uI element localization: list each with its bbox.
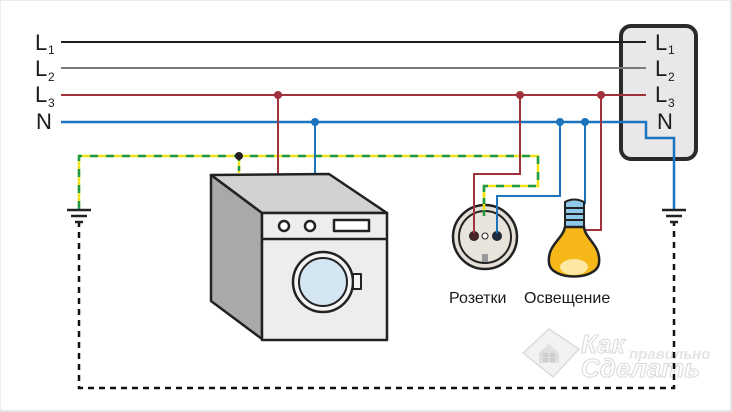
panel-label-l1-main: L: [655, 30, 667, 55]
junction-dot: [597, 91, 605, 99]
junction-dot: [311, 118, 319, 126]
label-n-main: N: [36, 109, 52, 134]
watermark-line1: Как: [581, 329, 626, 359]
junction-dot: [516, 91, 524, 99]
panel-label-l2-sub: 2: [668, 70, 675, 84]
light-bulb-icon: [547, 198, 601, 278]
ground-return-line: [77, 221, 676, 390]
socket-caption: Розетки: [449, 290, 506, 307]
panel-label-l1-sub: 1: [668, 43, 675, 57]
label-l1-sub: 1: [48, 43, 55, 57]
bus-n: [61, 120, 676, 209]
house-logo-icon: [521, 328, 581, 379]
lighting-caption: Освещение: [524, 290, 610, 307]
label-l2-sub: 2: [48, 70, 55, 84]
junction-dot: [274, 91, 282, 99]
label-l1-main: L: [35, 30, 47, 55]
ground-symbol-right-icon: [662, 208, 686, 224]
lamp-l3-feed: [586, 95, 602, 231]
washing-machine: [209, 172, 389, 342]
junction-dot: [581, 118, 589, 126]
panel-label-l3-sub: 3: [668, 96, 675, 110]
panel-label-n-main: N: [657, 109, 673, 134]
ground-symbol-left-icon: [67, 208, 91, 224]
label-l3-main: L: [35, 82, 47, 107]
label-l3-sub: 3: [48, 96, 55, 110]
panel-label-l2-main: L: [655, 56, 667, 81]
label-l2-main: L: [35, 56, 47, 81]
watermark: Как правильно Сделать: [521, 328, 710, 384]
panel-phase-labels: L 1 L 2 L 3 N: [655, 30, 675, 134]
watermark-line2: правильно: [629, 346, 710, 363]
watermark-line3: Сделать: [581, 353, 700, 383]
distribution-panel: [619, 24, 698, 161]
junction-dot: [556, 118, 564, 126]
pe-junction-dot: [235, 152, 243, 160]
panel-label-l3-main: L: [655, 82, 667, 107]
left-phase-labels: L 1 L 2 L 3 N: [35, 30, 55, 134]
lamp-n-feed: [576, 122, 586, 204]
